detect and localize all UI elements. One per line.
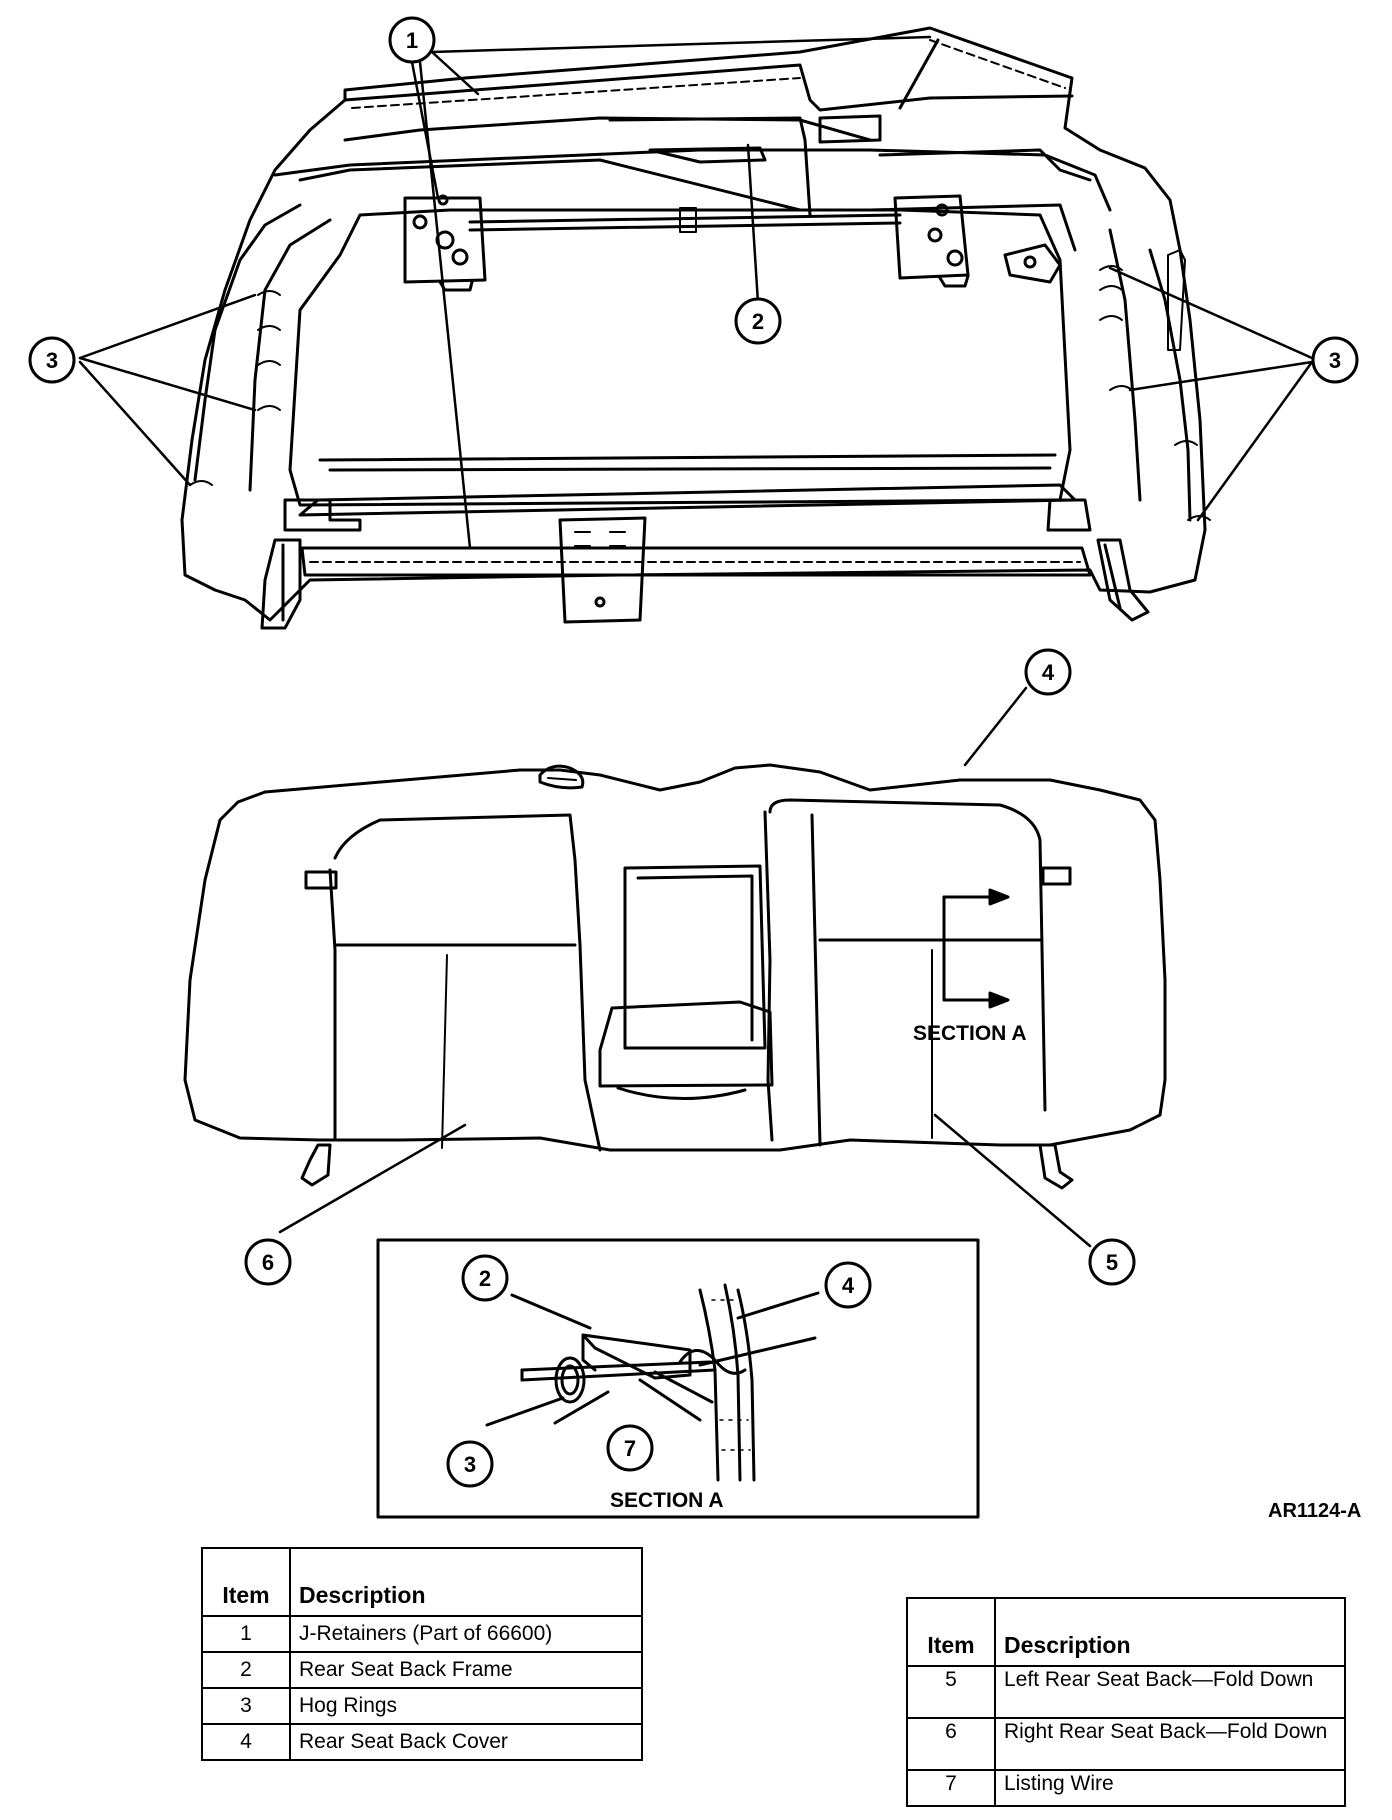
callout-5: 5 [1106, 1250, 1118, 1275]
table-row: 6 Right Rear Seat Back—Fold Down [906, 1717, 1346, 1771]
item-description: Hog Rings [289, 1687, 643, 1725]
item-description: Left Rear Seat Back—Fold Down [994, 1665, 1346, 1719]
table-row: 7 Listing Wire [906, 1769, 1346, 1807]
callout-1: 1 [406, 28, 418, 53]
item-header: Item [906, 1597, 996, 1667]
legend-header-row: Item Description [201, 1547, 643, 1617]
section-a-inset-label: SECTION A [610, 1489, 724, 1512]
seat-back-frame-drawing [180, 26, 1211, 630]
item-number: 2 [201, 1651, 291, 1689]
item-description: Right Rear Seat Back—Fold Down [994, 1717, 1346, 1771]
inset-callout-7: 7 [624, 1436, 636, 1461]
item-number: 5 [906, 1665, 996, 1719]
leader-lines [78, 35, 1314, 1248]
item-number: 3 [201, 1687, 291, 1725]
callout-6: 6 [262, 1250, 274, 1275]
legend-header-row: Item Description [906, 1597, 1346, 1667]
item-number: 7 [906, 1769, 996, 1807]
item-number: 6 [906, 1717, 996, 1771]
inset-callout-4: 4 [842, 1273, 855, 1298]
section-a-label: SECTION A [913, 1022, 1027, 1045]
item-header: Item [201, 1547, 291, 1617]
drawing-code: AR1124-A [1268, 1500, 1362, 1522]
item-number: 4 [201, 1723, 291, 1761]
callout-4: 4 [1042, 660, 1055, 685]
inset-callout-2: 2 [479, 1266, 491, 1291]
table-row: 1 J-Retainers (Part of 66600) [201, 1615, 643, 1653]
legend-table-left: Item Description 1 J-Retainers (Part of … [201, 1547, 643, 1761]
callout-3-right: 3 [1329, 348, 1341, 373]
item-description: Listing Wire [994, 1769, 1346, 1807]
section-a-inset [376, 1238, 980, 1519]
callout-circles [28, 16, 1359, 1488]
item-description: Rear Seat Back Cover [289, 1723, 643, 1761]
description-header: Description [994, 1597, 1346, 1667]
legend-table-right: Item Description 5 Left Rear Seat Back—F… [906, 1597, 1346, 1807]
inset-callout-3: 3 [464, 1452, 476, 1477]
item-description: Rear Seat Back Frame [289, 1651, 643, 1689]
callout-3-left: 3 [46, 348, 58, 373]
item-number: 1 [201, 1615, 291, 1653]
description-header: Description [289, 1547, 643, 1617]
table-row: 3 Hog Rings [201, 1687, 643, 1725]
table-row: 4 Rear Seat Back Cover [201, 1723, 643, 1761]
table-row: 2 Rear Seat Back Frame [201, 1651, 643, 1689]
table-row: 5 Left Rear Seat Back—Fold Down [906, 1665, 1346, 1719]
callout-2: 2 [752, 309, 764, 334]
seat-back-cover-drawing [183, 763, 1167, 1190]
item-description: J-Retainers (Part of 66600) [289, 1615, 643, 1653]
